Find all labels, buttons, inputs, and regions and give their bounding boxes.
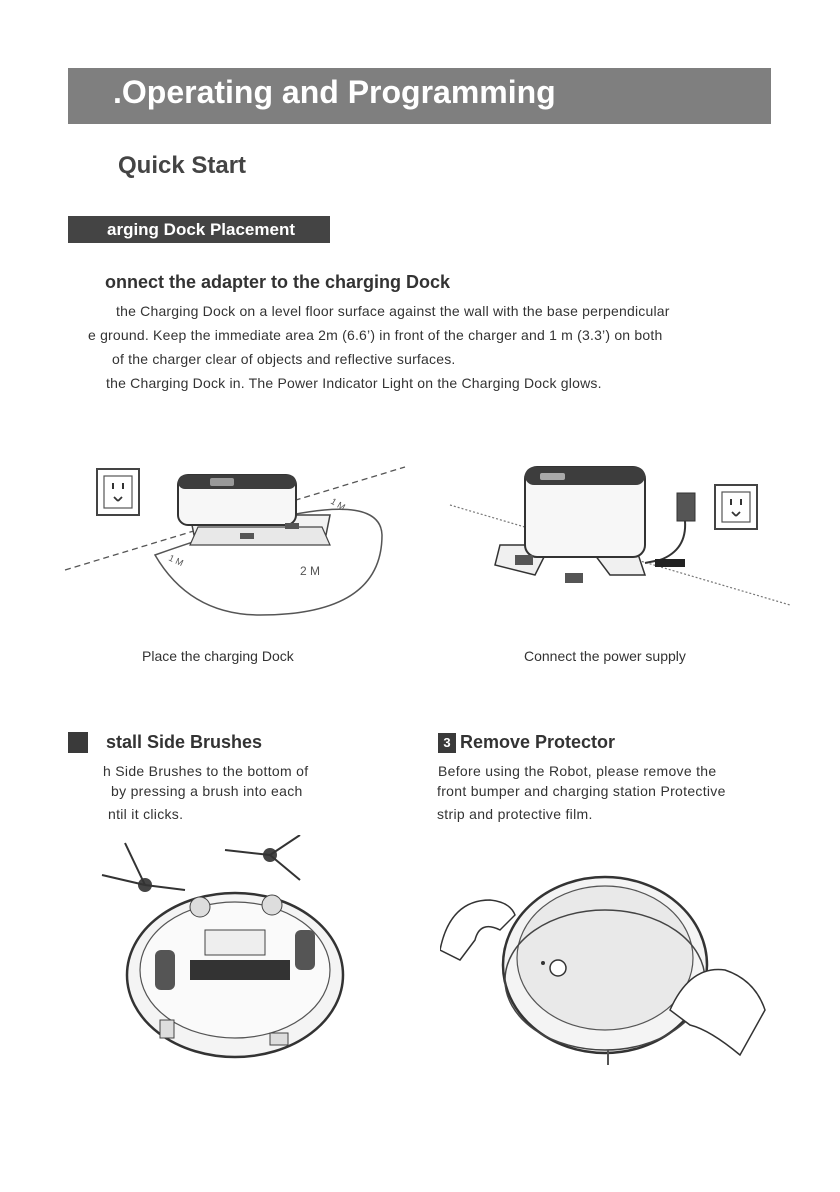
step3-line-2: front bumper and charging station Protec… xyxy=(437,783,726,799)
step3-number: 3 xyxy=(438,733,456,753)
dock-placement-illustration: 1 M 1 M 2 M xyxy=(64,466,406,616)
power-supply-illustration xyxy=(449,466,791,606)
power-adapter-icon xyxy=(644,492,696,567)
label-2m: 2 M xyxy=(300,564,320,578)
quick-start-heading: Quick Start xyxy=(118,152,247,179)
step1-title: onnect the adapter to the charging Dock xyxy=(105,272,451,292)
header-bar xyxy=(68,68,771,124)
label-1m-left: 1 M xyxy=(167,553,185,568)
step2-title: stall Side Brushes xyxy=(106,732,263,752)
step1-line-1: the Charging Dock on a level floor surfa… xyxy=(116,303,670,319)
remove-protector-illustration xyxy=(440,875,766,1065)
step1-line-4: the Charging Dock in. The Power Indicato… xyxy=(106,375,602,391)
side-brush-icon xyxy=(101,842,186,892)
side-brushes-illustration xyxy=(101,835,345,1059)
figure2-caption: Connect the power supply xyxy=(524,648,686,664)
charging-dock-icon xyxy=(177,474,331,546)
side-brush-icon xyxy=(224,835,301,881)
hand-icon xyxy=(440,899,516,961)
step3-title: Remove Protector xyxy=(460,732,616,752)
page-title: .Operating and Programming xyxy=(113,74,556,110)
step1-line-3: of the charger clear of objects and refl… xyxy=(112,351,456,367)
step1-line-2: e ground. Keep the immediate area 2m (6.… xyxy=(88,327,663,343)
charging-dock-icon xyxy=(494,466,647,583)
section-bar xyxy=(68,216,330,243)
figure1-caption: Place the charging Dock xyxy=(142,648,294,664)
step2-line-1: h Side Brushes to the bottom of xyxy=(103,763,309,779)
robot-bottom-icon xyxy=(125,891,345,1059)
wall-socket-icon xyxy=(714,484,758,530)
hand-icon xyxy=(669,968,766,1057)
step3-line-3: strip and protective film. xyxy=(437,806,593,822)
wall-socket-icon xyxy=(96,468,140,516)
section-title: arging Dock Placement xyxy=(107,220,296,239)
step2-marker xyxy=(68,732,88,753)
robot-top-icon xyxy=(501,875,709,1055)
step2-line-3: ntil it clicks. xyxy=(108,806,184,822)
step2-line-2: by pressing a brush into each xyxy=(111,783,303,799)
step3-line-1: Before using the Robot, please remove th… xyxy=(438,763,717,779)
